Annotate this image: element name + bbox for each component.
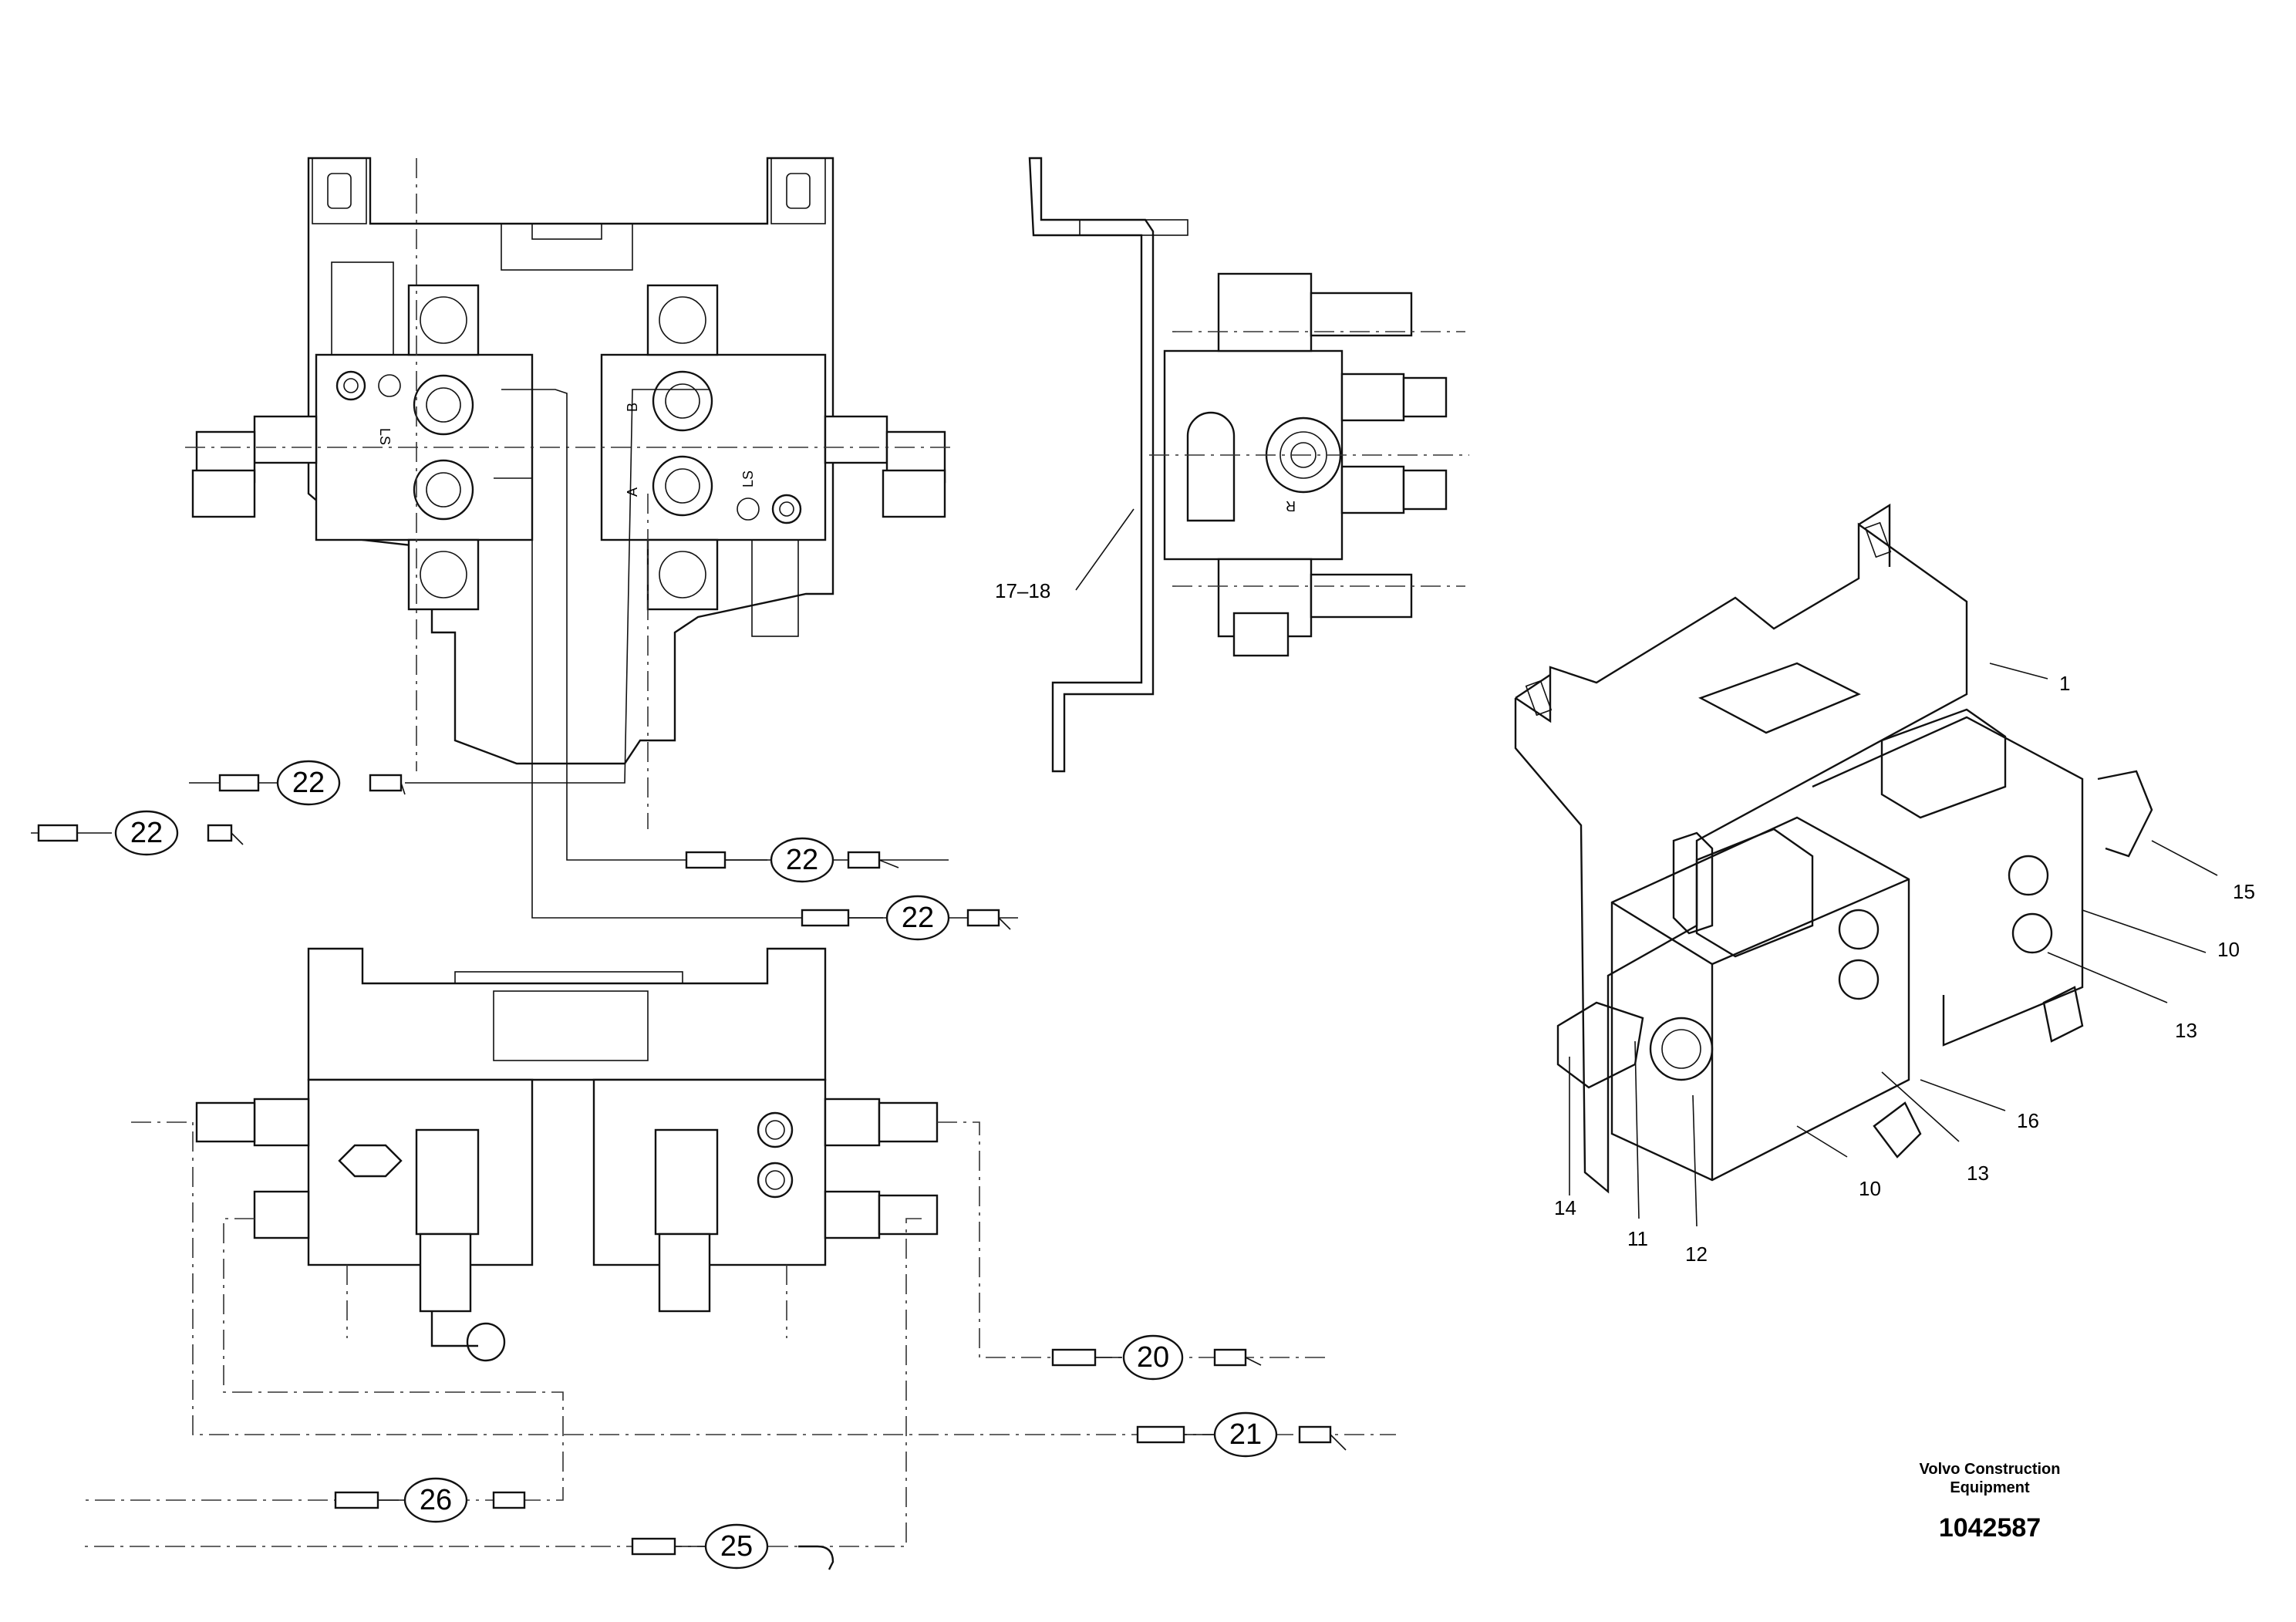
- callout-17-18: 17–18: [995, 579, 1050, 602]
- hose-26: [334, 1477, 526, 1523]
- document-number: 1042587: [1938, 1513, 2041, 1543]
- hose-callout-22-a: 22: [292, 767, 325, 799]
- hose-21: [1136, 1411, 1347, 1458]
- port-label-ls-right: LS: [740, 470, 756, 487]
- hose-callout-22-c: 22: [786, 844, 818, 876]
- brand-line-2: Equipment: [1950, 1479, 2030, 1496]
- title-block-brand: Volvo Construction Equipment: [1874, 1460, 2106, 1497]
- callout-14: 14: [1554, 1196, 1576, 1219]
- isometric-view-valve-assembly: [1514, 503, 2153, 1194]
- hose-22-a: [189, 760, 406, 806]
- hose-22-b: [31, 810, 244, 856]
- hose-25: [631, 1523, 834, 1570]
- side-view-valve-assembly: [1028, 157, 1469, 773]
- isometric-leader-lines: [1569, 663, 2218, 1227]
- hose-callout-22-d: 22: [902, 902, 934, 934]
- callout-13-upper: 13: [2175, 1019, 2197, 1042]
- hose-20: [1051, 1334, 1262, 1381]
- callout-10-lower: 10: [1859, 1177, 1881, 1200]
- hose-callout-26: 26: [420, 1484, 452, 1516]
- front-view-valve-assembly: [185, 157, 1018, 919]
- callout-1: 1: [2059, 672, 2070, 695]
- port-label-a: A: [625, 487, 640, 497]
- hose-callout-22-b: 22: [130, 817, 163, 849]
- callout-11: 11: [1627, 1227, 1648, 1250]
- callout-10-upper: 10: [2217, 938, 2240, 961]
- hose-callout-21: 21: [1229, 1418, 1262, 1451]
- callout-12: 12: [1685, 1243, 1708, 1266]
- port-label-ls-left: LS: [377, 428, 393, 445]
- hose-22-d: [801, 895, 1011, 941]
- hose-22-c: [685, 837, 899, 883]
- brand-line-1: Volvo Construction: [1919, 1461, 2061, 1478]
- callout-15: 15: [2233, 880, 2255, 903]
- top-view-valve-assembly: [85, 947, 1396, 1547]
- hose-callout-20: 20: [1137, 1341, 1169, 1374]
- hose-callout-25: 25: [720, 1530, 753, 1563]
- port-label-b: B: [625, 403, 640, 412]
- callout-16: 16: [2017, 1109, 2039, 1132]
- port-label-r: R: [1286, 498, 1296, 514]
- callout-13-lower: 13: [1967, 1162, 1989, 1185]
